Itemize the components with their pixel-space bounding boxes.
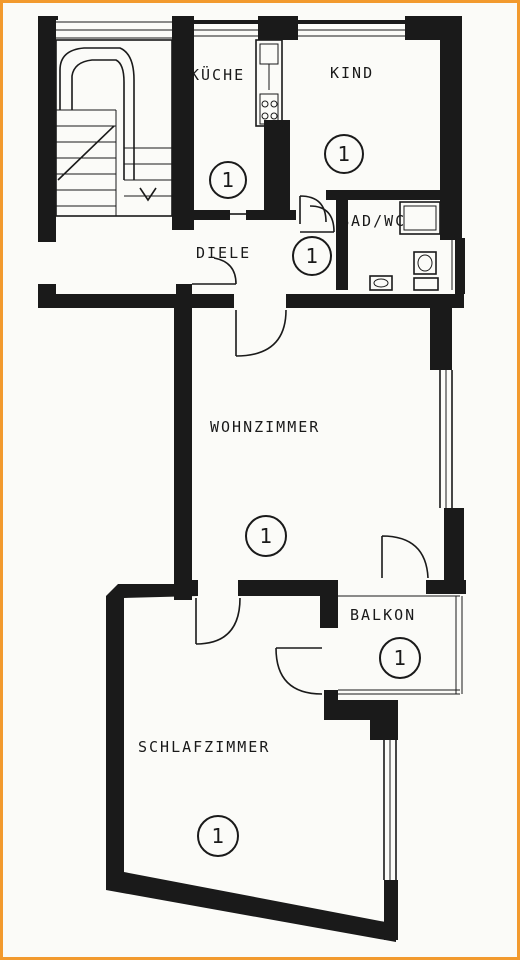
label-diele: DIELE: [196, 244, 251, 262]
wall-right-bath: [455, 238, 465, 294]
wall-living-bottom-mid: [238, 580, 338, 596]
stair-outline: [55, 39, 173, 217]
count-schlafzimmer: 1: [197, 815, 239, 857]
wall-bedroom-right-corner: [370, 700, 398, 740]
count-diele: 1: [292, 236, 332, 276]
svg-text:1: 1: [212, 824, 225, 848]
door-bath: [300, 205, 335, 233]
toilet-icon: [413, 251, 437, 275]
wall-right-upper: [440, 16, 462, 240]
wall-bedroom-right-bottom: [384, 880, 398, 940]
walls: [38, 16, 466, 942]
wall-bath-left: [336, 190, 348, 290]
wall-hall-bottom-left: [38, 294, 184, 308]
bathtub-icon: [399, 201, 441, 235]
stair-arrow-line: [57, 125, 115, 181]
door-schlafzimmer: [195, 597, 241, 645]
wall-living-left: [174, 300, 192, 600]
wall-living-bottom-right: [426, 580, 466, 594]
stair-arrow-head: [139, 187, 157, 202]
wall-top-mid: [258, 16, 298, 40]
room-labels: KÜCHE KIND BAD/WC DIELE WOHNZIMMER BALKO…: [138, 64, 416, 756]
label-kind: KIND: [330, 64, 374, 82]
wall-bath-top: [326, 190, 458, 200]
wall-bedroom-bottom: [106, 872, 396, 942]
label-balkon: BALKON: [350, 606, 416, 624]
wall-hall-bottom-mid: [186, 294, 234, 308]
wall-left-stair: [38, 16, 56, 242]
wall-living-right-bottom: [444, 508, 464, 594]
wall-stair-kitchen: [172, 16, 194, 230]
wall-living-right-top: [430, 300, 452, 370]
door-kind: [299, 195, 327, 224]
svg-text:1: 1: [222, 168, 235, 192]
wall-balkon-left-top: [320, 582, 338, 628]
windows: [56, 21, 463, 880]
stair-inner-rail: [71, 59, 125, 180]
svg-text:1: 1: [306, 244, 319, 268]
wall-kitchen-bottom-right: [246, 210, 296, 220]
svg-text:1: 1: [394, 646, 407, 670]
door-balkon-bedroom: [275, 647, 323, 695]
wall-living-top: [286, 294, 464, 308]
count-wohnzimmer: 1: [245, 515, 287, 557]
svg-text:1: 1: [260, 524, 273, 548]
stair-handrail: [59, 47, 135, 180]
wall-kitchen-bottom-left: [190, 210, 230, 220]
count-balkon: 1: [379, 637, 421, 679]
kitchen-stove: [255, 39, 283, 127]
label-schlafzimmer: SCHLAFZIMMER: [138, 738, 270, 756]
room-counts: 1 1 1 1 1 1: [197, 134, 421, 857]
door-wohnzimmer: [235, 309, 287, 357]
label-kueche: KÜCHE: [190, 65, 245, 84]
doors: [192, 195, 429, 695]
wall-top: [192, 20, 410, 24]
staircase: [55, 39, 173, 217]
door-balkon-living: [381, 535, 429, 579]
sink-icon: [369, 275, 393, 291]
count-kind: 1: [324, 134, 364, 174]
label-bad: BAD/WC: [340, 212, 406, 230]
door-entrance: [192, 257, 237, 285]
bath-fixtures: [369, 201, 441, 291]
label-wohnzimmer: WOHNZIMMER: [210, 418, 320, 436]
wall-bedroom-left: [106, 584, 198, 880]
wall-kitchen-kind: [264, 120, 290, 216]
svg-text:1: 1: [338, 142, 351, 166]
count-kueche: 1: [209, 161, 247, 199]
